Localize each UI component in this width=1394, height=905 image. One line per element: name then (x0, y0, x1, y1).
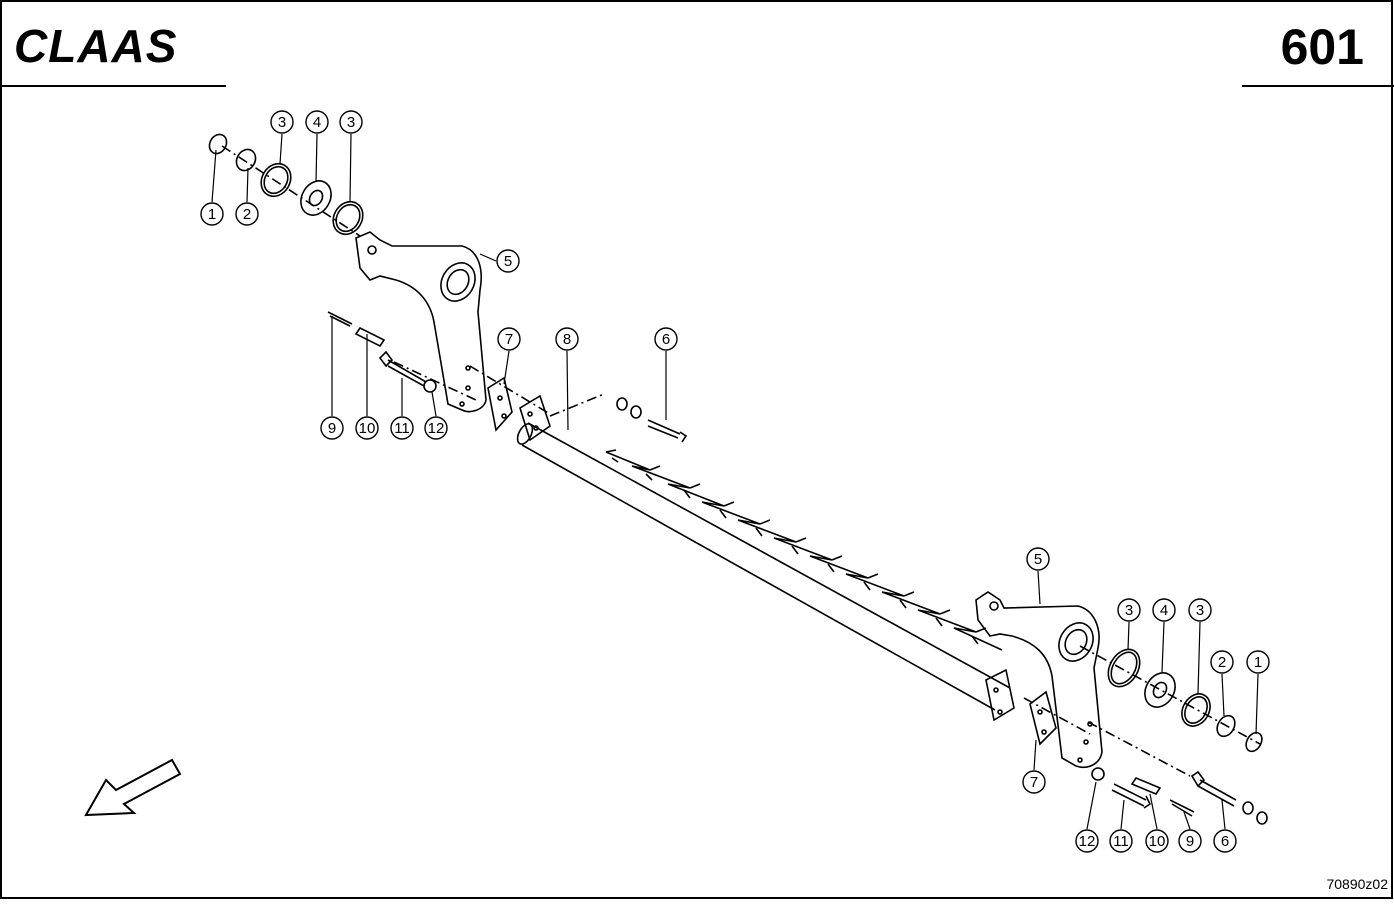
callout-circle (1152, 598, 1176, 622)
plate-top (487, 376, 551, 442)
callout-c-bot-6: 6 (1213, 829, 1237, 853)
callout-c-top-2: 2 (235, 202, 259, 226)
callout-number: 7 (1030, 774, 1038, 791)
callout-c-bot-11: 11 (1109, 829, 1133, 853)
callout-circle (270, 110, 294, 134)
callout-c-top-1: 1 (200, 202, 224, 226)
callout-c-bot-5: 5 (1026, 547, 1050, 571)
callout-circle (424, 416, 448, 440)
callout-number: 1 (1254, 654, 1262, 671)
callout-number: 3 (1196, 602, 1204, 619)
callout-circle (555, 327, 579, 351)
callout-circle (1210, 650, 1234, 674)
callout-number: 3 (347, 114, 355, 131)
callout-number: 4 (313, 114, 321, 131)
callout-c-top-5: 5 (496, 249, 520, 273)
callout-number: 11 (394, 420, 410, 437)
callout-circle (1246, 650, 1270, 674)
callout-c-bot-3a: 3 (1117, 598, 1141, 622)
callout-circle (1109, 829, 1133, 853)
callout-circle (1117, 598, 1141, 622)
callout-number: 10 (359, 420, 376, 437)
callout-circle (235, 202, 259, 226)
callout-c-top-6: 6 (654, 327, 678, 351)
callout-c-top-3a: 3 (270, 110, 294, 134)
bottom-fasteners (1023, 697, 1268, 825)
callout-number: 1 (208, 206, 216, 223)
callout-number: 3 (1125, 602, 1133, 619)
plate-bottom (985, 668, 1057, 746)
drawing-reference: 70890z02 (1326, 876, 1388, 892)
callout-circle (1075, 829, 1099, 853)
arm-top (355, 231, 487, 413)
callout-circle (1145, 829, 1169, 853)
callout-c-bot-12: 12 (1075, 829, 1099, 853)
callout-circle (305, 110, 329, 134)
callout-c-bot-3b: 3 (1188, 598, 1212, 622)
callout-circle (654, 327, 678, 351)
callout-number: 7 (505, 331, 513, 348)
callout-c-top-12: 12 (424, 416, 448, 440)
callout-circle (1178, 829, 1202, 853)
callout-number: 9 (1186, 833, 1194, 850)
callout-circle (1188, 598, 1212, 622)
callout-circle (355, 416, 379, 440)
main-shaft (516, 422, 1011, 711)
callout-circle (320, 416, 344, 440)
knife-teeth (605, 449, 1003, 651)
callout-circle (496, 249, 520, 273)
callout-c-top-4: 4 (305, 110, 329, 134)
callout-c-bot-1: 1 (1246, 650, 1270, 674)
bottom-bearing-stack (1079, 645, 1263, 753)
callout-c-bot-4: 4 (1152, 598, 1176, 622)
callout-number: 2 (243, 206, 251, 223)
arm-bottom (975, 591, 1103, 768)
top-fasteners (327, 311, 688, 443)
leader-lines (211, 133, 1259, 830)
callout-circle (1213, 829, 1237, 853)
callout-circle (200, 202, 224, 226)
page-number: 601 (1281, 19, 1364, 75)
direction-arrow-icon (84, 758, 182, 817)
callout-number: 10 (1149, 833, 1166, 850)
callout-c-top-7: 7 (497, 327, 521, 351)
callout-c-bot-9: 9 (1178, 829, 1202, 853)
callout-c-top-9: 9 (320, 416, 344, 440)
callout-circle (339, 110, 363, 134)
callout-number: 4 (1160, 602, 1168, 619)
callout-number: 9 (328, 420, 336, 437)
brand-logo: CLAAS (14, 20, 177, 72)
callout-number: 3 (278, 114, 286, 131)
callout-number: 5 (504, 253, 512, 270)
callout-circle (497, 327, 521, 351)
callout-number: 8 (563, 331, 571, 348)
callout-c-top-11: 11 (390, 416, 414, 440)
callout-number: 5 (1034, 551, 1042, 568)
callout-number: 2 (1218, 654, 1226, 671)
callout-c-bot-2: 2 (1210, 650, 1234, 674)
callout-c-top-8: 8 (555, 327, 579, 351)
callout-c-bot-10: 10 (1145, 829, 1169, 853)
callout-number: 12 (428, 420, 445, 437)
callout-number: 11 (1113, 833, 1129, 850)
callout-circle (390, 416, 414, 440)
callout-circle (1026, 547, 1050, 571)
callout-c-bot-7: 7 (1022, 770, 1046, 794)
callout-number: 6 (1221, 833, 1229, 850)
callout-c-top-3b: 3 (339, 110, 363, 134)
callout-c-top-10: 10 (355, 416, 379, 440)
callout-circle (1022, 770, 1046, 794)
callout-number: 12 (1079, 833, 1096, 850)
top-bearing-stack (208, 133, 364, 237)
callout-number: 6 (662, 331, 670, 348)
